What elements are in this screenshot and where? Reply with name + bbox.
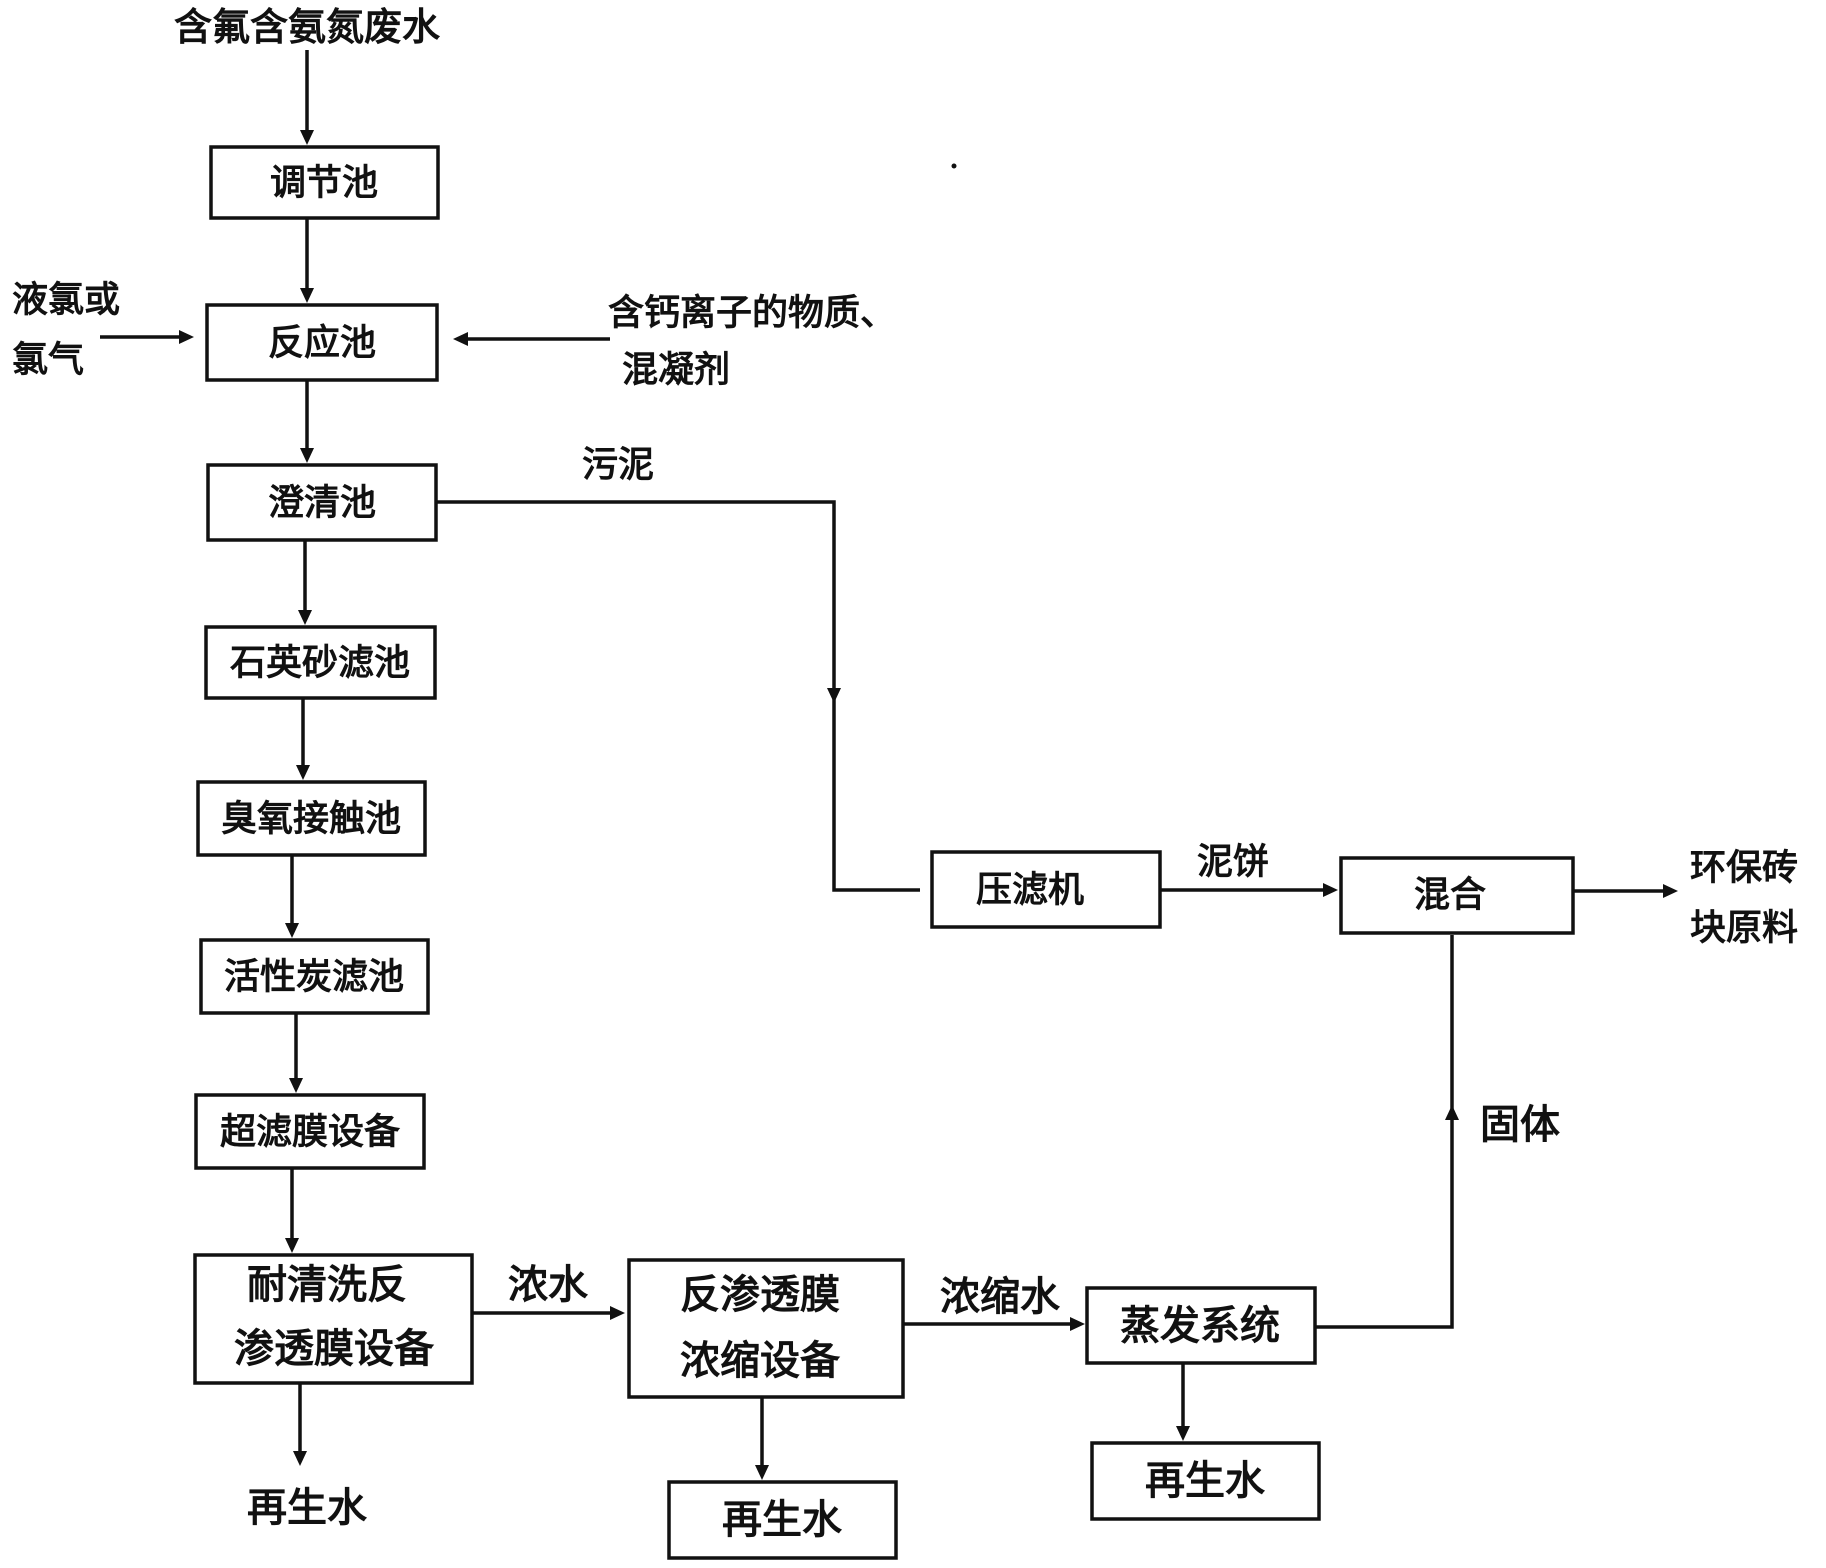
edge-label-concentrate: 浓水 — [508, 1262, 589, 1308]
connectors — [100, 50, 1678, 1480]
edge-label-mud-cake: 泥饼 — [1197, 842, 1269, 883]
box-yalv-label: 压滤机 — [976, 870, 1084, 911]
arrowhead — [755, 1465, 769, 1480]
box-chengqing-label: 澄清池 — [268, 483, 376, 524]
arrowhead — [1070, 1317, 1085, 1331]
box-reclaimed-2 — [667, 1480, 898, 1560]
left-input-label-line1: 液氯或 — [12, 280, 120, 321]
box-chouyang — [196, 780, 427, 857]
output-reclaimed-label: 再生水 — [247, 1485, 368, 1531]
arrowhead — [453, 332, 468, 346]
right-input-label-line1: 含钙离子的物质、 — [608, 293, 896, 334]
edge-label-solid: 固体 — [1480, 1102, 1560, 1148]
speck-dot — [951, 163, 957, 169]
arrowhead — [1663, 884, 1678, 898]
arrowhead — [298, 610, 312, 625]
arrowhead — [300, 288, 314, 303]
box-zhengfa-label: 蒸发系统 — [1120, 1303, 1280, 1349]
box-chouyang-label: 臭氧接触池 — [221, 799, 401, 840]
arrowhead — [285, 1238, 299, 1253]
output-final-label-line2: 块原料 — [1690, 908, 1798, 949]
box-reclaimed-3-label: 再生水 — [1145, 1458, 1266, 1504]
box-hunhe — [1339, 856, 1575, 935]
box-naiqingxi-label-line2: 渗透膜设备 — [234, 1326, 435, 1372]
arrowhead — [296, 765, 310, 780]
box-chaolv — [194, 1093, 426, 1170]
arrowhead — [293, 1451, 307, 1466]
arrowhead — [610, 1306, 625, 1320]
box-chaolv-label: 超滤膜设备 — [220, 1112, 401, 1153]
box-huoxingtan-label: 活性炭滤池 — [224, 957, 404, 998]
input-label: 含氟含氨氮废水 — [174, 5, 441, 49]
box-shiying — [204, 625, 437, 700]
box-huoxingtan — [199, 938, 430, 1015]
arrowhead — [1445, 1105, 1459, 1120]
labels: 含氟含氨氮废水 调节池 反应池 澄清池 石英砂滤池 臭氧接触池 活性炭滤池 超滤… — [12, 5, 1798, 1543]
box-tiaojie-label: 调节池 — [270, 163, 378, 204]
arrowhead — [300, 448, 314, 463]
sludge-path — [435, 500, 920, 892]
box-reclaimed-2-label: 再生水 — [722, 1497, 843, 1543]
arrowhead — [179, 330, 194, 344]
box-fanshentou — [627, 1258, 905, 1399]
left-input-label-line2: 氯气 — [12, 340, 84, 381]
arrowhead — [1323, 883, 1338, 897]
box-hunhe-label: 混合 — [1414, 875, 1486, 916]
box-fanshentou-label-line1: 反渗透膜 — [680, 1272, 840, 1318]
edge-label-concentrated-water: 浓缩水 — [940, 1274, 1061, 1320]
solid-path — [1315, 935, 1454, 1329]
box-naiqingxi — [193, 1253, 474, 1385]
box-zhengfa — [1085, 1286, 1317, 1365]
box-tiaojie — [209, 145, 440, 220]
arrowhead — [827, 688, 841, 703]
right-input-label-line2: 混凝剂 — [622, 350, 730, 391]
box-naiqingxi-label-line1: 耐清洗反 — [247, 1262, 407, 1308]
output-final-label-line1: 环保砖 — [1690, 848, 1798, 889]
arrowhead — [289, 1078, 303, 1093]
box-fanying — [205, 303, 439, 382]
edge-label-sludge: 污泥 — [582, 445, 654, 486]
box-fanying-label: 反应池 — [268, 323, 376, 364]
box-yalv — [930, 850, 1162, 929]
arrowhead — [1176, 1426, 1190, 1441]
box-fanshentou-label-line2: 浓缩设备 — [680, 1338, 841, 1384]
process-boxes — [193, 145, 1575, 1560]
arrowhead — [285, 923, 299, 938]
box-reclaimed-3 — [1090, 1441, 1321, 1521]
box-shiying-label: 石英砂滤池 — [230, 643, 410, 684]
arrowhead — [300, 130, 314, 145]
box-chengqing — [206, 463, 438, 542]
